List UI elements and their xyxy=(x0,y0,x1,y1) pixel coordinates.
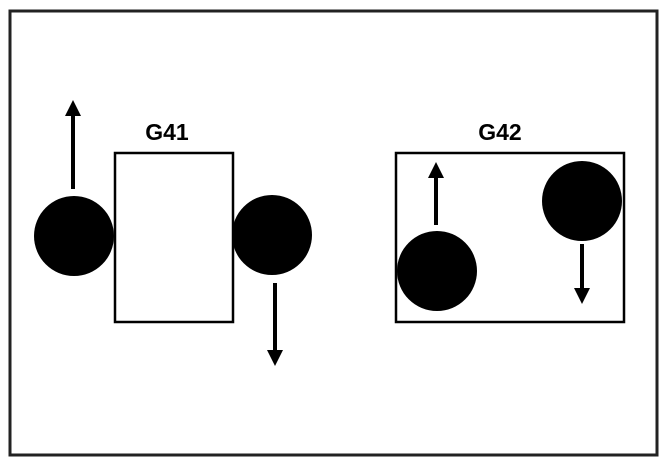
group-g42: G42 xyxy=(394,119,626,324)
group-label-g42: G42 xyxy=(478,119,521,145)
box-g41 xyxy=(113,151,235,324)
group-label-g41: G41 xyxy=(145,119,189,145)
circle-lower-left xyxy=(397,231,477,311)
circle-upper-right xyxy=(542,161,622,241)
circle-right xyxy=(232,195,312,275)
group-g41: G41 xyxy=(34,100,312,366)
circle-left xyxy=(34,196,114,276)
outer-frame xyxy=(8,9,659,457)
